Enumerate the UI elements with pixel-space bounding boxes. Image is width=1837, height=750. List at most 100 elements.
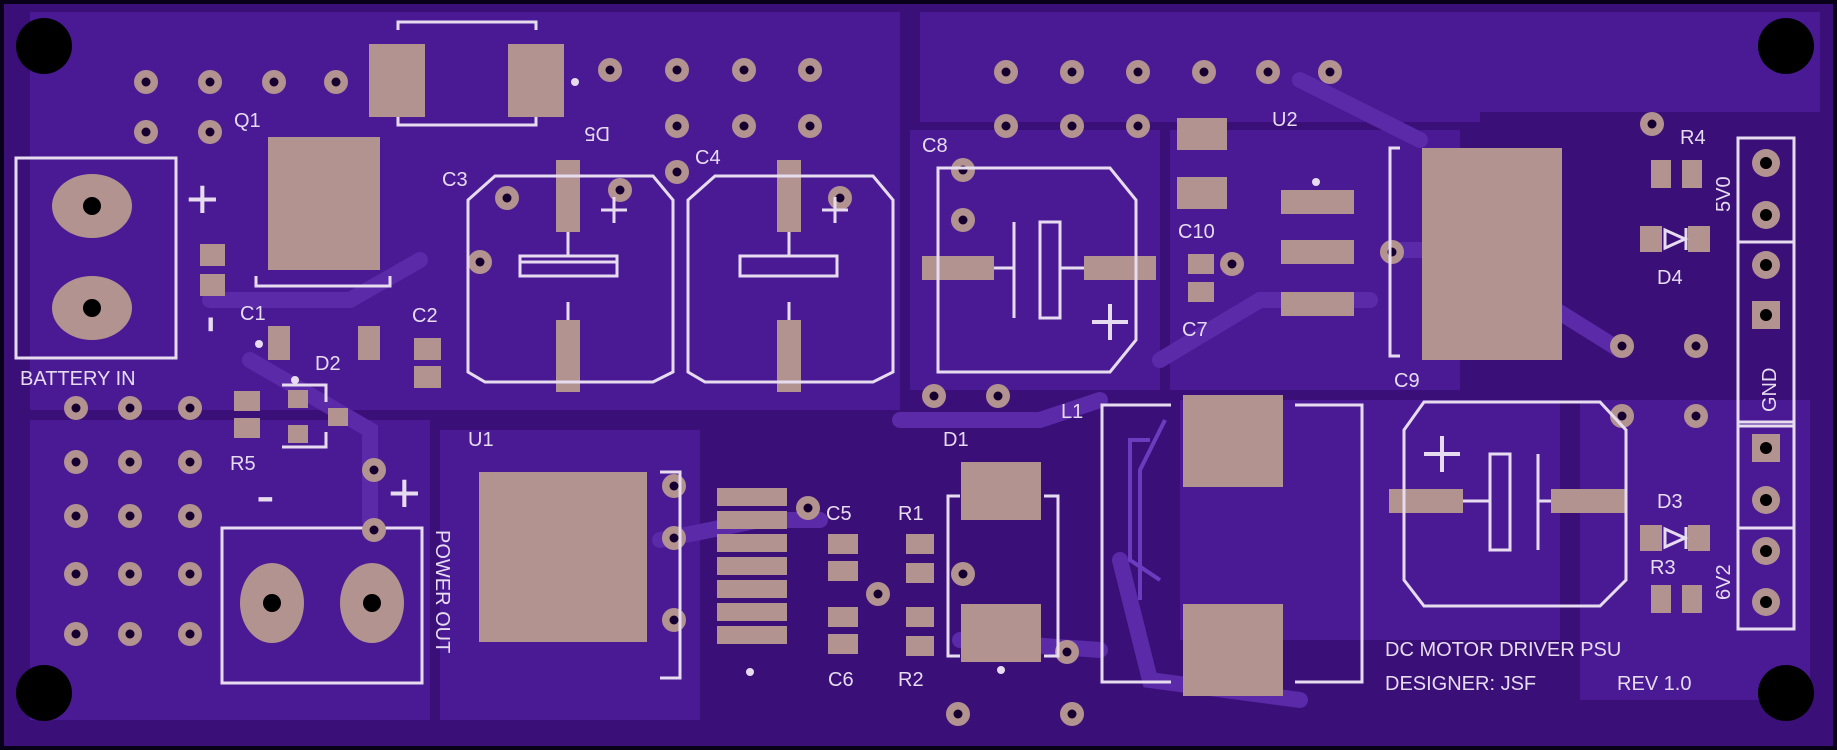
ref-R3: R3 xyxy=(1650,557,1676,579)
label-6v2: 6V2 xyxy=(1713,564,1735,600)
ref-Q1: Q1 xyxy=(234,110,261,132)
mounting-hole-bl xyxy=(16,665,72,721)
label-5v0: 5V0 xyxy=(1713,176,1735,212)
battery-plus-symbol: + xyxy=(186,167,219,230)
via-hole xyxy=(739,65,749,75)
polarity-marks xyxy=(1092,304,1460,472)
via-hole xyxy=(1062,647,1072,657)
via-hole xyxy=(1067,67,1077,77)
via-hole xyxy=(1001,67,1011,77)
via-hole xyxy=(369,525,379,535)
via-hole xyxy=(1691,411,1701,421)
via-hole xyxy=(1199,67,1209,77)
via-hole xyxy=(672,65,682,75)
via-hole xyxy=(1067,709,1077,719)
via-hole xyxy=(993,391,1003,401)
power-plus-symbol: + xyxy=(388,461,421,524)
via-hole xyxy=(141,127,151,137)
ref-D1: D1 xyxy=(943,429,969,451)
via-hole xyxy=(185,511,195,521)
pin-dots xyxy=(255,78,1320,676)
ref-C8: C8 xyxy=(922,135,948,157)
via-hole xyxy=(615,185,625,195)
ref-L1: L1 xyxy=(1061,401,1083,423)
silkscreen-outlines xyxy=(254,20,1689,684)
ref-C10: C10 xyxy=(1178,221,1215,243)
via-hole xyxy=(953,709,963,719)
ref-D4: D4 xyxy=(1657,267,1683,289)
mounting-hole-tr xyxy=(1758,18,1814,74)
via-hole xyxy=(141,77,151,87)
via-hole xyxy=(669,481,679,491)
via-hole xyxy=(669,615,679,625)
via-hole xyxy=(672,121,682,131)
via-hole xyxy=(205,127,215,137)
via-hole xyxy=(125,403,135,413)
ref-R2: R2 xyxy=(898,669,924,691)
ref-R5: R5 xyxy=(230,453,256,475)
via-hole xyxy=(835,193,845,203)
via-hole xyxy=(1325,67,1335,77)
via-hole xyxy=(205,77,215,87)
via-hole xyxy=(958,215,968,225)
via-hole xyxy=(805,65,815,75)
via-hole xyxy=(185,629,195,639)
ref-C2: C2 xyxy=(412,305,438,327)
via-hole xyxy=(71,457,81,467)
via-hole xyxy=(669,533,679,543)
battery-in-connector xyxy=(14,156,178,360)
via-hole xyxy=(331,77,341,87)
via-hole xyxy=(502,193,512,203)
ref-D5: D5 xyxy=(584,122,610,144)
thin-traces xyxy=(1128,419,1167,600)
via-hole xyxy=(929,391,939,401)
via-hole xyxy=(1133,67,1143,77)
via-hole xyxy=(805,121,815,131)
via-hole xyxy=(185,569,195,579)
via-hole xyxy=(1647,119,1657,129)
ref-R1: R1 xyxy=(898,503,924,525)
label-designer: DESIGNER: JSF xyxy=(1385,673,1536,695)
ref-C6: C6 xyxy=(828,669,854,691)
via-hole xyxy=(1617,341,1627,351)
via-hole xyxy=(958,569,968,579)
via-hole xyxy=(739,121,749,131)
via-hole xyxy=(873,589,883,599)
mounting-hole-tl xyxy=(16,18,72,74)
via-hole xyxy=(1133,121,1143,131)
label-rev: REV 1.0 xyxy=(1617,673,1691,695)
label-power-out: POWER OUT xyxy=(431,530,453,653)
ref-U1: U1 xyxy=(468,429,494,451)
via-hole xyxy=(125,629,135,639)
via-hole xyxy=(475,257,485,267)
label-battery-in: BATTERY IN xyxy=(20,368,136,390)
via-hole xyxy=(125,511,135,521)
via-hole xyxy=(1263,67,1273,77)
via-hole xyxy=(71,511,81,521)
via-hole xyxy=(71,629,81,639)
via-hole xyxy=(1067,121,1077,131)
ref-C7: C7 xyxy=(1182,319,1208,341)
ref-U2: U2 xyxy=(1272,109,1298,131)
ref-C4: C4 xyxy=(695,147,721,169)
silkscreen-text: BATTERY IN POWER OUT DC MOTOR DRIVER PSU… xyxy=(20,109,1781,695)
ref-C9: C9 xyxy=(1394,370,1420,392)
ref-C3: C3 xyxy=(442,169,468,191)
via-hole xyxy=(185,457,195,467)
label-title: DC MOTOR DRIVER PSU xyxy=(1385,639,1621,661)
via-hole xyxy=(1691,341,1701,351)
ref-D3: D3 xyxy=(1657,491,1683,513)
via-hole xyxy=(369,465,379,475)
ref-R4: R4 xyxy=(1680,127,1706,149)
via-hole xyxy=(803,503,813,513)
via-hole xyxy=(71,569,81,579)
mounting-hole-br xyxy=(1758,665,1814,721)
via-hole xyxy=(1227,259,1237,269)
via-hole xyxy=(71,403,81,413)
via-hole xyxy=(605,65,615,75)
via-hole xyxy=(269,77,279,87)
via-hole xyxy=(1617,411,1627,421)
via-hole xyxy=(185,403,195,413)
power-out-connector xyxy=(220,526,424,685)
header-pins xyxy=(1736,136,1796,631)
